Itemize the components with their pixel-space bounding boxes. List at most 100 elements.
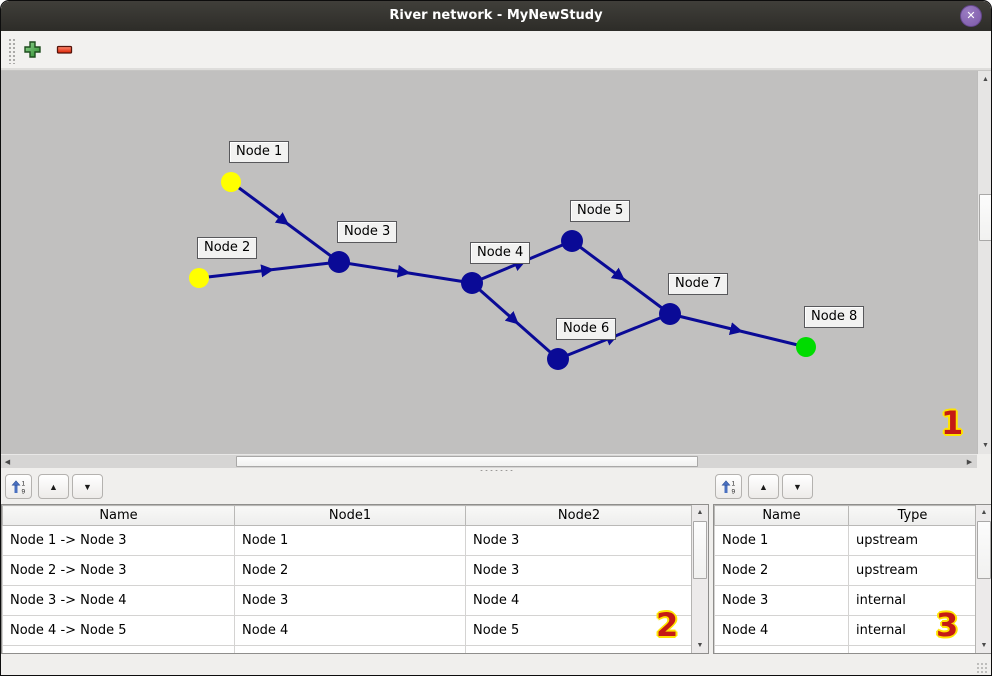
network-node-node8[interactable] <box>796 337 816 357</box>
node-label-node6[interactable]: Node 6 <box>556 318 617 340</box>
table-cell <box>234 645 466 653</box>
scroll-up-icon: ▲ <box>982 75 989 83</box>
bottom-panels: 1 9 ▲ ▼ 1 9 ▲ ▼ Name <box>1 473 991 675</box>
node-label-node4[interactable]: Node 4 <box>470 242 531 264</box>
toolbar-drag-handle[interactable] <box>8 38 17 64</box>
network-edge-node4-node6[interactable] <box>471 281 559 361</box>
scroll-down-button[interactable]: ▼ <box>692 638 708 653</box>
horizontal-splitter[interactable] <box>1 468 991 473</box>
table-cell[interactable]: internal <box>848 585 977 616</box>
move-row-down-button[interactable]: ▼ <box>782 474 813 499</box>
sort-button[interactable]: 1 9 <box>5 474 32 499</box>
annotation-1: 1 <box>941 404 964 442</box>
canvas-horizontal-scrollbar[interactable]: ◀ ▶ <box>1 454 977 468</box>
vertical-scroll-thumb[interactable] <box>977 521 991 579</box>
scroll-right-button[interactable]: ▶ <box>963 455 976 468</box>
horizontal-scroll-thumb[interactable] <box>236 456 698 467</box>
node-label-node7[interactable]: Node 7 <box>668 273 729 295</box>
scroll-up-icon: ▲ <box>980 509 988 516</box>
scroll-up-button[interactable]: ▲ <box>976 505 991 520</box>
table-cell[interactable]: Node 5 <box>465 615 693 646</box>
move-row-up-button[interactable]: ▲ <box>748 474 779 499</box>
network-node-node4[interactable] <box>461 272 483 294</box>
column-header-type[interactable]: Type <box>848 505 977 526</box>
network-node-node7[interactable] <box>659 303 681 325</box>
table-cell[interactable]: internal <box>848 615 977 646</box>
vertical-scroll-thumb[interactable] <box>979 194 991 241</box>
network-edge-node5-node7[interactable] <box>571 239 671 316</box>
window-resize-grip[interactable] <box>976 662 988 674</box>
column-header-name[interactable]: Name <box>2 505 235 526</box>
close-button[interactable]: ✕ <box>960 5 982 27</box>
network-node-node2[interactable] <box>189 268 209 288</box>
remove-node-button[interactable] <box>54 40 74 60</box>
table-cell[interactable]: Node 4 <box>714 615 849 646</box>
table-cell[interactable]: Node 1 <box>234 525 466 556</box>
scroll-down-icon: ▼ <box>980 642 988 649</box>
node-label-node8[interactable]: Node 8 <box>804 306 865 328</box>
table-cell[interactable]: Node 2 <box>714 555 849 586</box>
scroll-down-button[interactable]: ▼ <box>978 438 991 452</box>
table-cell <box>2 645 235 653</box>
down-triangle-icon: ▼ <box>83 481 92 492</box>
table-cell[interactable]: upstream <box>848 555 977 586</box>
table-cell <box>465 645 693 653</box>
move-row-down-button[interactable]: ▼ <box>72 474 103 499</box>
network-graph <box>189 172 816 370</box>
nodes-table-scrollbar[interactable]: ▲ ▼ <box>975 505 991 653</box>
node-label-node5[interactable]: Node 5 <box>570 200 631 222</box>
add-node-button[interactable] <box>22 40 42 60</box>
node-label-node3[interactable]: Node 3 <box>337 221 398 243</box>
network-node-node5[interactable] <box>561 230 583 252</box>
river-network-canvas[interactable]: Node 1 Node 2 Node 3 Node 4 Node 5 Node 6 Node… <box>1 71 977 454</box>
network-node-node1[interactable] <box>221 172 241 192</box>
column-header-node2[interactable]: Node2 <box>465 505 693 526</box>
canvas-vertical-scrollbar[interactable]: ▲ ▼ <box>977 71 991 454</box>
network-edge-node2-node3[interactable] <box>198 260 340 280</box>
table-cell[interactable]: Node 3 <box>234 585 466 616</box>
title-bar[interactable]: River network - MyNewStudy ✕ <box>1 1 991 31</box>
table-cell[interactable]: Node 3 <box>465 555 693 586</box>
minus-icon <box>56 45 72 54</box>
scroll-up-icon: ▲ <box>696 509 704 516</box>
sort-button[interactable]: 1 9 <box>715 474 742 499</box>
annotation-3: 3 <box>936 606 959 644</box>
table-cell[interactable]: Node 3 -> Node 4 <box>2 585 235 616</box>
scroll-down-button[interactable]: ▼ <box>976 638 991 653</box>
column-header-node1[interactable]: Node1 <box>234 505 466 526</box>
table-cell <box>714 645 849 653</box>
table-cell[interactable]: Node 1 -> Node 3 <box>2 525 235 556</box>
node-label-node1[interactable]: Node 1 <box>229 141 290 163</box>
network-edge-node1-node3[interactable] <box>230 180 340 264</box>
scroll-up-button[interactable]: ▲ <box>978 72 991 86</box>
table-cell[interactable]: Node 2 <box>234 555 466 586</box>
network-node-node3[interactable] <box>328 251 350 273</box>
column-header-name[interactable]: Name <box>714 505 849 526</box>
table-cell[interactable]: Node 1 <box>714 525 849 556</box>
vertical-scroll-thumb[interactable] <box>693 521 707 579</box>
network-edge-node3-node4[interactable] <box>338 260 473 285</box>
node-label-node2[interactable]: Node 2 <box>197 237 258 259</box>
scroll-left-button[interactable]: ◀ <box>1 455 14 468</box>
move-row-up-button[interactable]: ▲ <box>38 474 69 499</box>
table-cell[interactable]: upstream <box>848 525 977 556</box>
scroll-up-button[interactable]: ▲ <box>692 505 708 520</box>
table-cell[interactable]: Node 3 <box>465 525 693 556</box>
reaches-table-scrollbar[interactable]: ▲ ▼ <box>691 505 708 653</box>
network-node-node6[interactable] <box>547 348 569 370</box>
table-cell[interactable]: Node 2 -> Node 3 <box>2 555 235 586</box>
table-cell[interactable]: Node 4 -> Node 5 <box>2 615 235 646</box>
main-toolbar <box>1 31 991 71</box>
table-cell[interactable]: Node 4 <box>234 615 466 646</box>
network-edge-node7-node8[interactable] <box>669 312 807 349</box>
table-cell[interactable]: Node 3 <box>714 585 849 616</box>
